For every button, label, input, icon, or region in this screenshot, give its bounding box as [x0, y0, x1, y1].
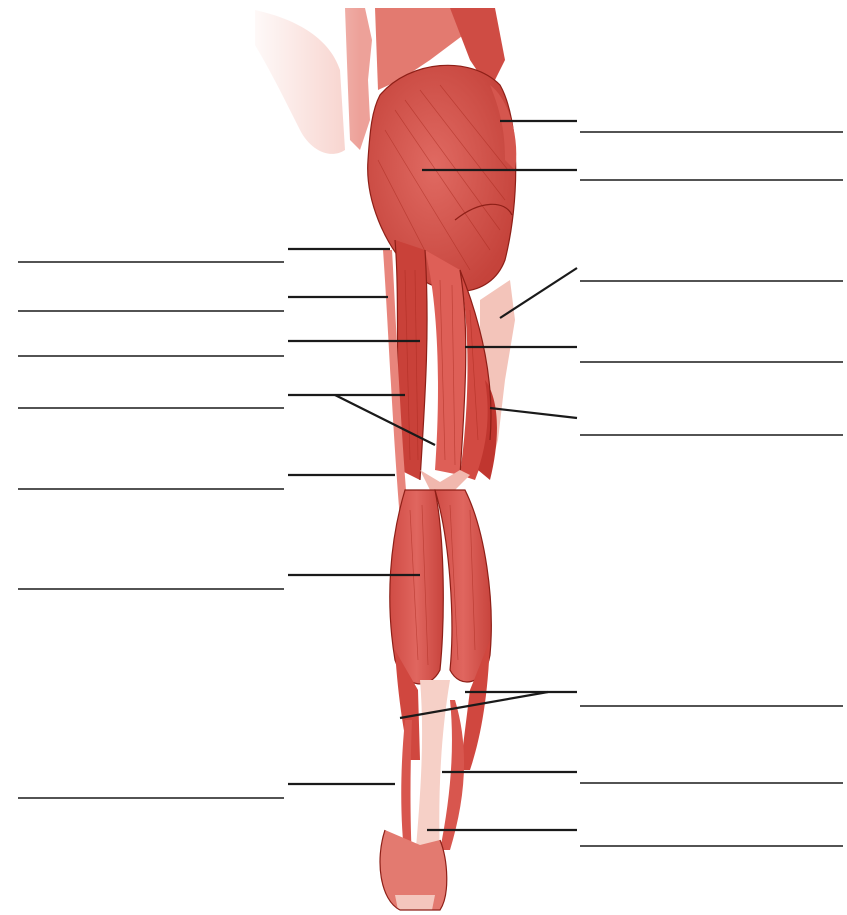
left-answer-blanks	[18, 262, 284, 798]
right-answer-blanks	[580, 132, 843, 846]
popliteal-tendons	[420, 470, 470, 490]
heel	[380, 830, 447, 910]
gastrocnemius	[390, 490, 491, 684]
leader-right-5	[490, 408, 577, 418]
